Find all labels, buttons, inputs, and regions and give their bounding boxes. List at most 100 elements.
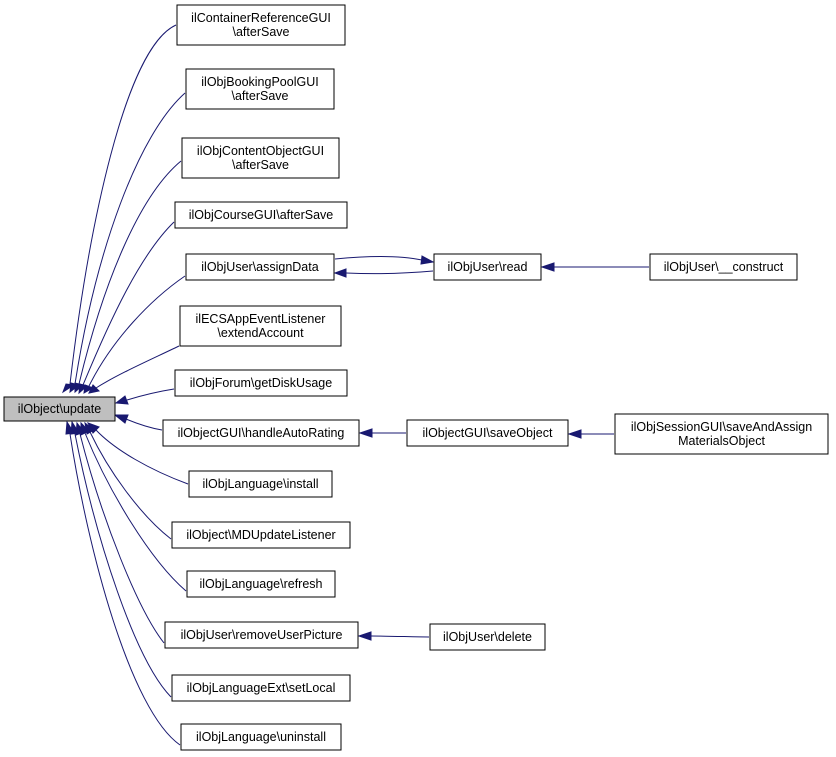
edge-n17-n8 <box>358 428 407 438</box>
edges-layer <box>62 24 650 746</box>
node-label: \extendAccount <box>217 326 304 340</box>
arrowhead <box>88 384 101 394</box>
node-box[interactable] <box>179 305 342 347</box>
edge-n4-n0 <box>78 221 175 395</box>
node-label: ilECSAppEventListener <box>196 312 326 326</box>
focus-node-box[interactable] <box>3 396 116 422</box>
node-box[interactable] <box>174 201 348 229</box>
nodes-layer: ilObject\updateilContainerReferenceGUI\a… <box>3 4 829 751</box>
node-label: ilObjUser\assignData <box>201 260 318 274</box>
node-n6[interactable]: ilECSAppEventListener\extendAccount <box>179 305 342 347</box>
node-label: ilObjLanguageExt\setLocal <box>187 681 336 695</box>
node-n19[interactable]: ilObjUser\delete <box>429 623 546 651</box>
node-box[interactable] <box>181 137 340 179</box>
node-n8[interactable]: ilObjectGUI\handleAutoRating <box>162 419 360 447</box>
node-n13[interactable]: ilObjLanguageExt\setLocal <box>171 674 351 702</box>
edge-line <box>89 431 172 540</box>
node-label: ilObjLanguage\uninstall <box>196 730 326 744</box>
node-label: ilObjUser\removeUserPicture <box>181 628 343 642</box>
node-box[interactable] <box>185 68 335 110</box>
edge-line <box>69 433 181 746</box>
node-label: \afterSave <box>233 25 290 39</box>
edge-n15-n5 <box>333 268 434 278</box>
node-box[interactable] <box>614 413 829 455</box>
arrowhead <box>540 262 555 272</box>
edge-n2-n0 <box>69 92 186 394</box>
node-box[interactable] <box>186 570 336 598</box>
node-label: ilObjUser\read <box>448 260 528 274</box>
node-label: ilObject\MDUpdateListener <box>186 528 335 542</box>
node-n1[interactable]: ilContainerReferenceGUI\afterSave <box>176 4 346 46</box>
node-label: \afterSave <box>232 158 289 172</box>
edge-n5-n15 <box>334 255 435 265</box>
edge-n6-n0 <box>88 345 180 394</box>
arrowhead <box>567 429 582 439</box>
edge-line <box>126 388 175 401</box>
node-box[interactable] <box>180 723 342 751</box>
node-n12[interactable]: ilObjUser\removeUserPicture <box>164 621 359 649</box>
node-label: ilObjBookingPoolGUI <box>201 75 318 89</box>
node-n14[interactable]: ilObjLanguage\uninstall <box>180 723 342 751</box>
node-label: MaterialsObject <box>678 434 765 448</box>
node-label: ilObjSessionGUI\saveAndAssign <box>631 420 812 434</box>
arrowhead <box>65 420 75 435</box>
node-n9[interactable]: ilObjLanguage\install <box>188 470 333 498</box>
edge-n19-n12 <box>357 631 430 641</box>
edge-line <box>88 275 186 387</box>
node-label: ilObjectGUI\handleAutoRating <box>178 426 345 440</box>
arrowhead <box>333 268 347 278</box>
edge-line <box>74 92 186 385</box>
edge-n10-n0 <box>84 421 172 540</box>
edge-line <box>95 429 189 485</box>
node-n15[interactable]: ilObjUser\read <box>433 253 542 281</box>
node-label: ilObjCourseGUI\afterSave <box>189 208 334 222</box>
node-box[interactable] <box>406 419 569 447</box>
arrowhead <box>114 395 129 405</box>
node-box[interactable] <box>185 253 335 281</box>
edge-n5-n0 <box>83 275 186 394</box>
arrowhead <box>83 384 95 394</box>
node-n10[interactable]: ilObject\MDUpdateListener <box>171 521 351 549</box>
edge-n1-n0 <box>62 24 177 394</box>
edge-n8-n0 <box>113 414 163 431</box>
node-box[interactable] <box>176 4 346 46</box>
node-box[interactable] <box>162 419 360 447</box>
node-box[interactable] <box>171 521 351 549</box>
node-box[interactable] <box>649 253 798 281</box>
node-n0[interactable]: ilObject\update <box>3 396 116 422</box>
node-box[interactable] <box>174 369 348 397</box>
node-box[interactable] <box>429 623 546 651</box>
node-box[interactable] <box>171 674 351 702</box>
edge-line <box>84 432 187 592</box>
edge-line <box>345 270 434 275</box>
edge-line <box>79 433 165 644</box>
edge-n18-n17 <box>567 429 614 439</box>
node-n3[interactable]: ilObjContentObjectGUI\afterSave <box>181 137 340 179</box>
edge-n16-n15 <box>540 262 650 272</box>
node-n7[interactable]: ilObjForum\getDiskUsage <box>174 369 348 397</box>
edge-n14-n0 <box>65 420 181 746</box>
node-label: ilObjUser\__construct <box>664 260 784 274</box>
node-box[interactable] <box>433 253 542 281</box>
node-n16[interactable]: ilObjUser\__construct <box>649 253 798 281</box>
arrowhead <box>420 255 435 265</box>
node-box[interactable] <box>188 470 333 498</box>
node-box[interactable] <box>164 621 359 649</box>
node-label: ilObjLanguage\install <box>202 477 318 491</box>
node-n4[interactable]: ilObjCourseGUI\afterSave <box>174 201 348 229</box>
edge-line <box>69 24 177 385</box>
arrowhead <box>113 414 129 424</box>
node-n18[interactable]: ilObjSessionGUI\saveAndAssignMaterialsOb… <box>614 413 829 455</box>
node-n17[interactable]: ilObjectGUI\saveObject <box>406 419 569 447</box>
node-label: ilObjForum\getDiskUsage <box>190 376 332 390</box>
node-label: ilContainerReferenceGUI <box>191 11 331 25</box>
node-n5[interactable]: ilObjUser\assignData <box>185 253 335 281</box>
arrowhead <box>358 428 373 438</box>
node-n2[interactable]: ilObjBookingPoolGUI\afterSave <box>185 68 335 110</box>
node-label: ilObjUser\delete <box>443 630 532 644</box>
edge-n3-n0 <box>74 160 182 394</box>
edge-n7-n0 <box>114 388 175 405</box>
node-n11[interactable]: ilObjLanguage\refresh <box>186 570 336 598</box>
edge-line <box>334 256 423 261</box>
